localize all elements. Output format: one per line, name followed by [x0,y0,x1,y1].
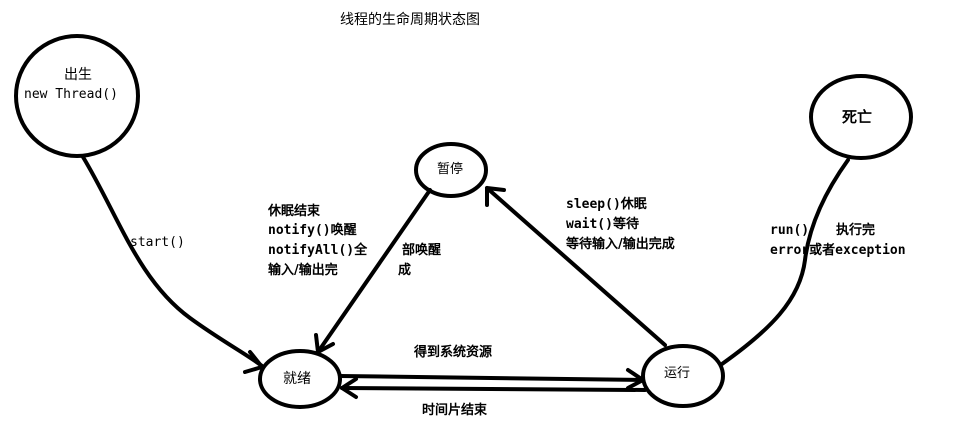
birth-state-label: 出生 [64,67,92,83]
edge-dispatch-label: 得到系统资源 [414,345,493,360]
edge-unblock-arrowhead [314,333,335,354]
edge-block-arrowhead [485,186,506,207]
blocked-state-circle [414,142,488,198]
edge-start-label: start() [130,235,185,250]
edge-unblock-label-line1: 休眠结束 [268,204,321,219]
edge-block-label-line3: 等待输入/输出完成 [566,237,675,252]
edge-timeslice-label: 时间片结束 [422,403,488,418]
edge-unblock-label-line3b: 部唤醒 [402,243,442,258]
edge-start-line [81,155,264,368]
edge-timeslice-arrowhead [340,377,358,399]
edge-dispatch-line [338,374,645,382]
birth-state-sublabel: new Thread() [24,87,118,102]
edge-block-label-line2: wait()等待 [566,217,639,232]
edge-terminate-label-line2: error或者exception [770,243,906,258]
edge-block-label-line1: sleep()休眠 [566,197,647,212]
edge-terminate-label-line1b: 执行完 [836,223,876,238]
edge-unblock-label-line4: 输入/输出完 [268,263,338,278]
dead-state-label: 死亡 [842,108,873,126]
edge-unblock-line [316,188,432,354]
edge-block-line [485,186,667,347]
edge-unblock-label-line2: notify()唤醒 [268,223,357,238]
dead-state-circle [809,74,913,160]
birth-state-circle [14,34,140,158]
edge-unblock-label-line3: notifyAll()全 [268,243,368,258]
edge-dispatch-arrowhead [626,368,645,390]
running-state-circle [641,344,725,408]
edge-timeslice-line [340,386,647,392]
blocked-state-label: 暂停 [437,162,464,177]
edge-unblock-label-line4b: 成 [398,263,412,278]
diagram-title: 线程的生命周期状态图 [340,12,480,28]
edge-start-arrowhead [243,350,264,374]
ready-state-circle [258,349,342,409]
edge-terminate-line [720,158,850,366]
edge-terminate-label-line1a: run() [770,223,810,238]
ready-state-label: 就绪 [283,371,311,387]
running-state-label: 运行 [664,366,691,381]
